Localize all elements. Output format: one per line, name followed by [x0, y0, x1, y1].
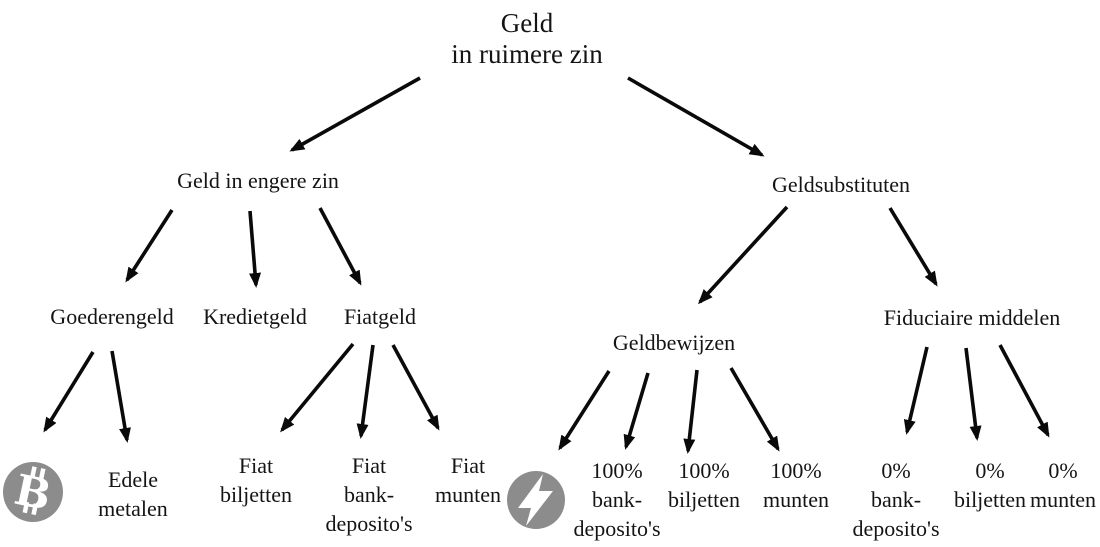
edge-fiduciaire-to-0-munten	[998, 344, 1050, 438]
node-label: Geld in engere zin	[177, 168, 339, 193]
node-label-line: bank-	[870, 487, 922, 512]
node-label-line: 0%	[881, 458, 911, 483]
node-label-line: biljetten	[219, 482, 293, 507]
bitcoin-icon-top-stroke	[30, 466, 37, 478]
node-label: Fiatgeld	[343, 304, 417, 329]
node-geld-in-ruimere-zin: Geld in ruimere zin	[451, 8, 602, 70]
node-label: Geldsubstituten	[771, 172, 911, 197]
node-label-line: munten	[435, 482, 501, 507]
node-0-biljetten: 0% biljetten	[954, 456, 1026, 514]
edge-engere-to-kredietgeld	[248, 210, 262, 288]
edge-geldbewijzen-to-100-munten	[729, 367, 780, 452]
node-geldbewijzen: Geldbewijzen	[613, 328, 735, 357]
bitcoin-icon-bottom-stroke	[22, 501, 30, 514]
edge-root-to-geld-in-engere-zin	[289, 76, 421, 152]
node-label: Goederengeld	[50, 304, 174, 329]
edge-geldbewijzen-to-lightning-icon	[558, 370, 611, 451]
bitcoin-icon-top-stroke	[38, 468, 46, 480]
bitcoin-icon-bottom-stroke	[31, 503, 39, 516]
node-label-line: bank-	[591, 487, 643, 512]
node-100-munten: 100% munten	[763, 456, 829, 514]
node-0-bank-depositos: 0% bank- deposito's	[852, 456, 939, 543]
lightning-icon-bolt	[518, 474, 553, 526]
node-label-line: deposito's	[573, 516, 661, 541]
node-label-line: Fiat	[351, 453, 387, 478]
node-100-biljetten: 100% biljetten	[668, 456, 740, 514]
node-label-line: in ruimere zin	[451, 39, 603, 69]
node-label-line: biljetten	[953, 487, 1027, 512]
edge-goederengeld-to-edele-metalen	[110, 350, 131, 443]
node-label-line: Fiat	[238, 453, 274, 478]
edge-geldbewijzen-to-100-bank-depositos	[623, 372, 650, 450]
edge-geldsubstituten-to-fiduciaire-middelen	[888, 207, 938, 287]
node-fiatgeld: Fiatgeld	[344, 302, 416, 331]
node-label-line: munten	[763, 487, 829, 512]
node-label: Kredietgeld	[203, 304, 307, 329]
node-label-line: 100%	[678, 458, 730, 483]
node-label-line: Fiat	[450, 453, 486, 478]
node-label-line: metalen	[98, 496, 168, 521]
lightning-icon	[507, 471, 565, 529]
node-label: Geldbewijzen	[612, 330, 736, 355]
bitcoin-icon-circle	[3, 462, 63, 522]
node-geldsubstituten: Geldsubstituten	[772, 170, 910, 199]
node-label-line: Edele	[107, 467, 159, 492]
edge-geldbewijzen-to-100-biljetten	[683, 369, 699, 454]
node-fiat-biljetten: Fiat biljetten	[220, 451, 292, 509]
node-edele-metalen: Edele metalen	[98, 465, 168, 523]
node-label-line: 0%	[975, 458, 1005, 483]
node-label-line: 100%	[591, 458, 643, 483]
edge-root-to-geldsubstituten	[627, 76, 765, 157]
edge-goederengeld-to-bitcoin-icon	[43, 351, 95, 433]
edge-fiatgeld-to-fiat-bank-depositos	[356, 344, 375, 439]
node-fiduciaire-middelen: Fiduciaire middelen	[884, 303, 1061, 332]
node-label: Fiduciaire middelen	[883, 305, 1061, 330]
edge-fiduciaire-to-0-bank-depositos	[903, 346, 929, 435]
node-label-line: deposito's	[852, 516, 940, 541]
node-fiat-munten: Fiat munten	[435, 451, 501, 509]
node-geld-in-engere-zin: Geld in engere zin	[177, 166, 339, 195]
node-kredietgeld: Kredietgeld	[203, 302, 307, 331]
edge-fiatgeld-to-fiat-biljetten	[280, 342, 355, 433]
edge-geldsubstituten-to-geldbewijzen	[697, 205, 789, 305]
node-fiat-bank-depositos: Fiat bank- deposito's	[325, 451, 412, 538]
node-label-line: bank-	[343, 482, 395, 507]
node-label-line: 0%	[1048, 458, 1078, 483]
edge-fiduciaire-to-0-biljetten	[964, 347, 982, 441]
node-label-line: deposito's	[325, 511, 413, 536]
node-label-line: munten	[1030, 487, 1096, 512]
node-label-line: 100%	[770, 458, 822, 483]
node-goederengeld: Goederengeld	[50, 302, 173, 331]
edge-engere-to-fiatgeld	[318, 207, 362, 286]
bitcoin-icon: B	[3, 462, 63, 522]
edge-engere-to-goederengeld	[125, 209, 174, 283]
node-label-line: Geld	[500, 8, 554, 38]
node-label-line: biljetten	[667, 487, 741, 512]
node-0-munten: 0% munten	[1030, 456, 1096, 514]
node-100-bank-depositos: 100% bank- deposito's	[573, 456, 660, 543]
edge-fiatgeld-to-fiat-munten	[391, 344, 440, 431]
